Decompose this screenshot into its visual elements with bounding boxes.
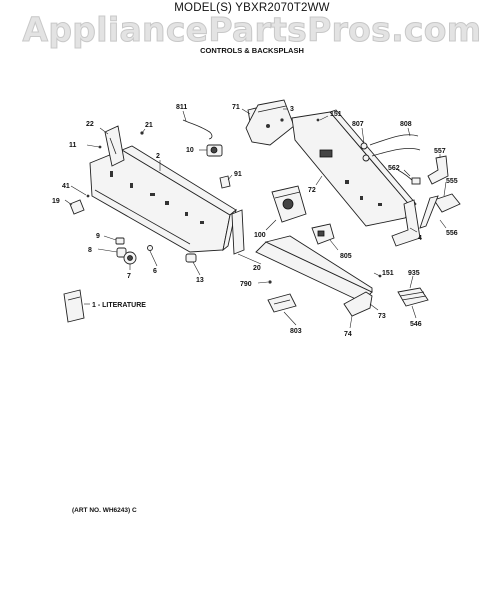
label-562: 562 bbox=[388, 165, 400, 172]
label-19: 19 bbox=[52, 198, 60, 205]
site-watermark-logo: AppliancePartsPros.com bbox=[22, 10, 482, 50]
end-bracket-part-4 bbox=[391, 199, 421, 247]
knob-part-19 bbox=[69, 199, 85, 215]
backsplash-panel-72 bbox=[291, 109, 417, 227]
label-151a: 151 bbox=[330, 111, 342, 118]
label-8: 8 bbox=[88, 247, 92, 254]
bracket-part-803 bbox=[267, 293, 297, 313]
label-13: 13 bbox=[196, 277, 204, 284]
knob-part-7 bbox=[123, 251, 137, 265]
label-71: 71 bbox=[232, 104, 240, 111]
screw-151-upper bbox=[316, 118, 320, 122]
label-808: 808 bbox=[400, 121, 412, 128]
knob-part-8 bbox=[116, 247, 127, 258]
control-panel-part bbox=[89, 145, 237, 253]
diagram-subtitle: CONTROLS & BACKSPLASH bbox=[200, 46, 304, 55]
clip-part-91 bbox=[219, 175, 231, 189]
label-1-literature: 1 - LITERATURE bbox=[92, 302, 146, 309]
label-803: 803 bbox=[290, 328, 302, 335]
wire-harness-811 bbox=[182, 119, 213, 140]
label-72: 72 bbox=[308, 187, 316, 194]
model-title: MODEL(S) YBXR2070T2WW bbox=[174, 2, 330, 14]
label-22: 22 bbox=[86, 121, 94, 128]
spring-part-6 bbox=[147, 245, 153, 251]
connector-562 bbox=[397, 169, 421, 185]
callout-labels: 22 21 11 811 10 2 91 71 3 151 807 808 56… bbox=[52, 104, 458, 338]
label-91: 91 bbox=[234, 171, 242, 178]
label-9: 9 bbox=[96, 233, 100, 240]
fill-hose-808 bbox=[360, 134, 421, 162]
screw-41 bbox=[86, 194, 90, 198]
label-3: 3 bbox=[290, 106, 294, 113]
valve-part-557 bbox=[427, 155, 449, 185]
end-cover-part-73 bbox=[343, 291, 373, 317]
switch-part-805 bbox=[311, 223, 335, 245]
screw-11 bbox=[98, 145, 102, 149]
label-557: 557 bbox=[434, 148, 446, 155]
label-4: 4 bbox=[418, 235, 422, 242]
label-2: 2 bbox=[156, 153, 160, 160]
bracket-part-555 bbox=[433, 193, 461, 213]
label-10: 10 bbox=[186, 147, 194, 154]
timer-part-100 bbox=[271, 185, 307, 223]
label-100: 100 bbox=[254, 232, 266, 239]
label-790: 790 bbox=[240, 281, 252, 288]
label-7: 7 bbox=[127, 273, 131, 280]
label-41: 41 bbox=[62, 183, 70, 190]
label-556: 556 bbox=[446, 230, 458, 237]
knob-part-13 bbox=[185, 253, 197, 263]
leader-lines bbox=[64, 108, 447, 329]
label-11: 11 bbox=[69, 142, 77, 149]
label-21: 21 bbox=[145, 122, 153, 129]
screw-790 bbox=[268, 280, 272, 284]
pushbutton-part-9 bbox=[115, 237, 125, 245]
label-807: 807 bbox=[352, 121, 364, 128]
label-73: 73 bbox=[378, 313, 386, 320]
label-555: 555 bbox=[446, 178, 458, 185]
art-number: (ART NO. WH6243) C bbox=[72, 507, 137, 514]
label-6: 6 bbox=[153, 268, 157, 275]
label-811: 811 bbox=[176, 104, 187, 111]
rear-cover-part-74 bbox=[255, 235, 373, 303]
left-end-cap-part bbox=[104, 125, 125, 167]
right-end-cap-part-20 bbox=[231, 209, 245, 255]
wire-harness-935 bbox=[397, 287, 429, 307]
label-546: 546 bbox=[410, 321, 422, 328]
label-935: 935 bbox=[408, 270, 420, 277]
literature-icon bbox=[63, 289, 85, 323]
label-805: 805 bbox=[340, 253, 352, 260]
switch-part-10 bbox=[206, 144, 223, 157]
label-74: 74 bbox=[344, 331, 352, 338]
label-151b: 151 bbox=[382, 270, 394, 277]
brace-part-556 bbox=[419, 195, 439, 229]
label-20: 20 bbox=[253, 265, 261, 272]
mounting-bracket-part-3 bbox=[245, 99, 295, 146]
